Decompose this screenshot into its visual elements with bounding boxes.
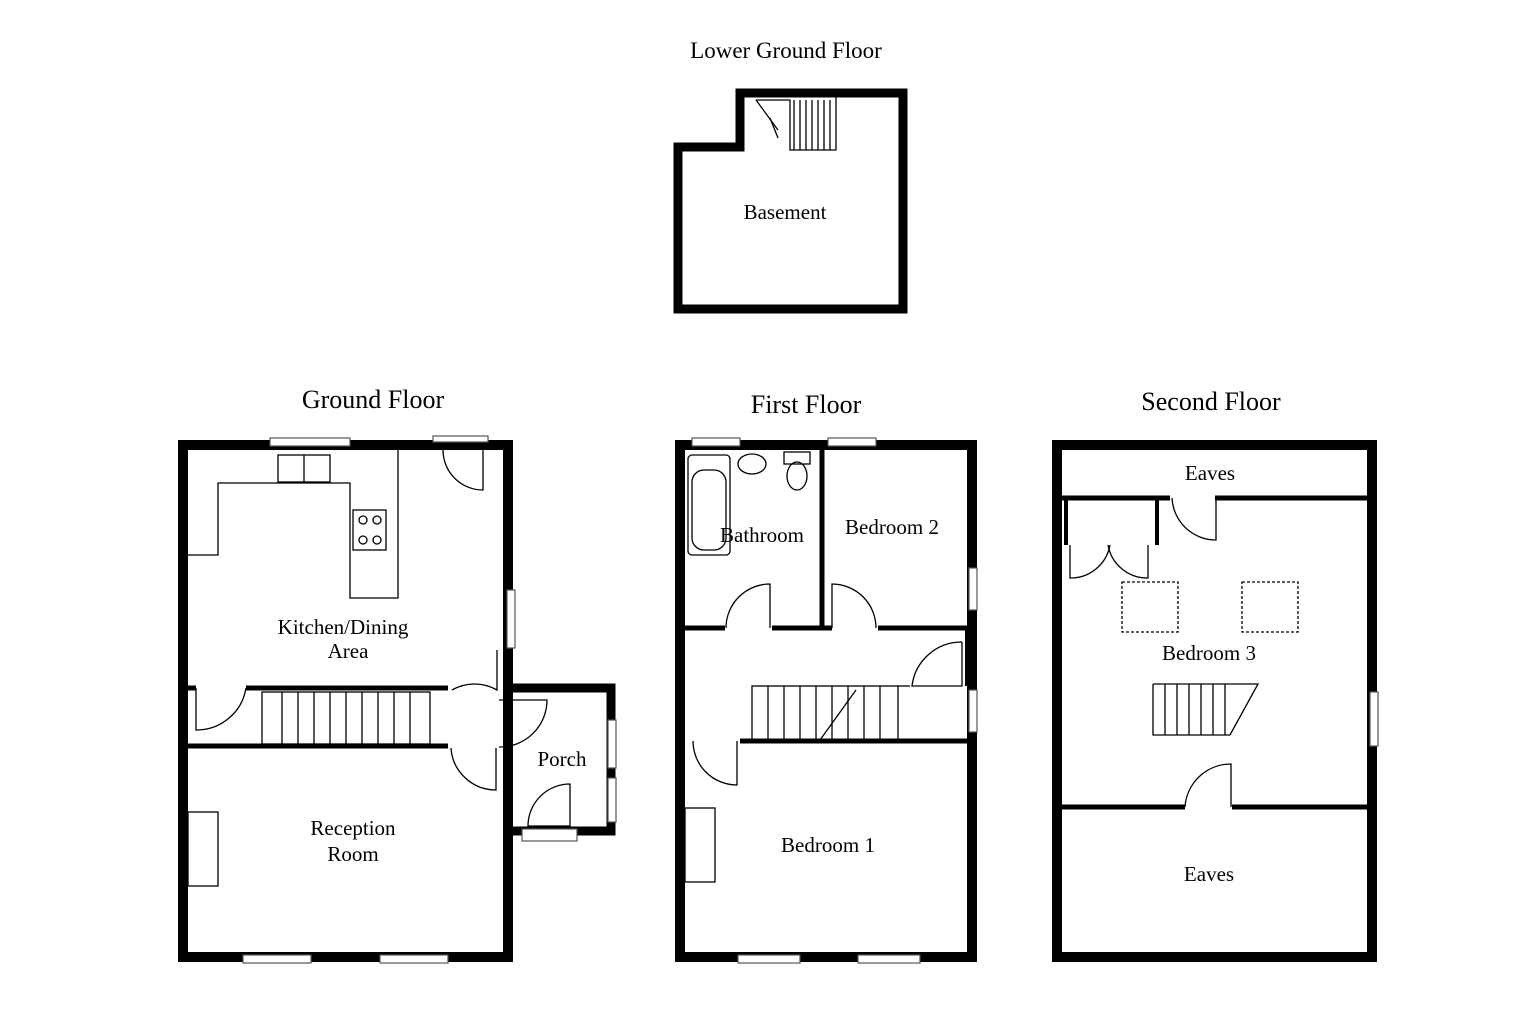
window (857, 954, 921, 964)
room-label-kitchen-dining: Kitchen/Dining (278, 615, 409, 639)
room-label-porch: Porch (538, 747, 587, 771)
window (242, 954, 312, 964)
room-label-reception: Reception (310, 816, 396, 840)
first-floor-title: First Floor (751, 390, 862, 419)
doors (692, 583, 963, 786)
room-label-kitchen-dining-line2: Area (328, 639, 369, 663)
room-label-bedroom-3: Bedroom 3 (1162, 641, 1256, 665)
window (521, 828, 578, 842)
second-floor-title: Second Floor (1141, 387, 1281, 416)
room-label-bedroom-1: Bedroom 1 (781, 833, 875, 857)
lower-ground-floor-title: Lower Ground Floor (690, 38, 882, 63)
kitchen-units (188, 450, 399, 599)
window (432, 435, 489, 443)
room-label-basement: Basement (744, 200, 827, 224)
room-label-reception-line2: Room (327, 842, 378, 866)
second-floor-plan: Second Floor Eaves Bedroom 3 Eaves (1052, 387, 1379, 962)
window (1369, 691, 1379, 747)
fireplace (684, 807, 716, 883)
window (379, 954, 449, 964)
staircase (755, 97, 837, 151)
ground-floor-title: Ground Floor (302, 385, 445, 414)
doors (1069, 497, 1232, 808)
skylights (1121, 581, 1299, 633)
fireplace (187, 811, 219, 887)
window (737, 954, 801, 964)
bathroom-fixtures (687, 451, 811, 556)
window (269, 437, 351, 447)
staircase (1152, 683, 1260, 736)
window (607, 719, 617, 769)
lower-ground-floor-plan: Lower Ground Floor Basement (673, 38, 908, 314)
window (506, 589, 516, 649)
room-label-eaves-bottom: Eaves (1184, 862, 1234, 886)
staircase (261, 691, 431, 745)
room-label-bedroom-2: Bedroom 2 (845, 515, 939, 539)
window (827, 437, 877, 447)
ground-floor-plan: Ground Floor (178, 385, 617, 964)
window (968, 689, 978, 733)
basement-walls (673, 88, 908, 314)
staircase (751, 685, 910, 741)
window (968, 567, 978, 611)
room-label-eaves-top: Eaves (1185, 461, 1235, 485)
doors (195, 449, 571, 827)
room-label-bathroom: Bathroom (720, 523, 804, 547)
window (607, 777, 617, 823)
window (691, 437, 741, 447)
first-floor-plan: First Floor (675, 390, 978, 964)
